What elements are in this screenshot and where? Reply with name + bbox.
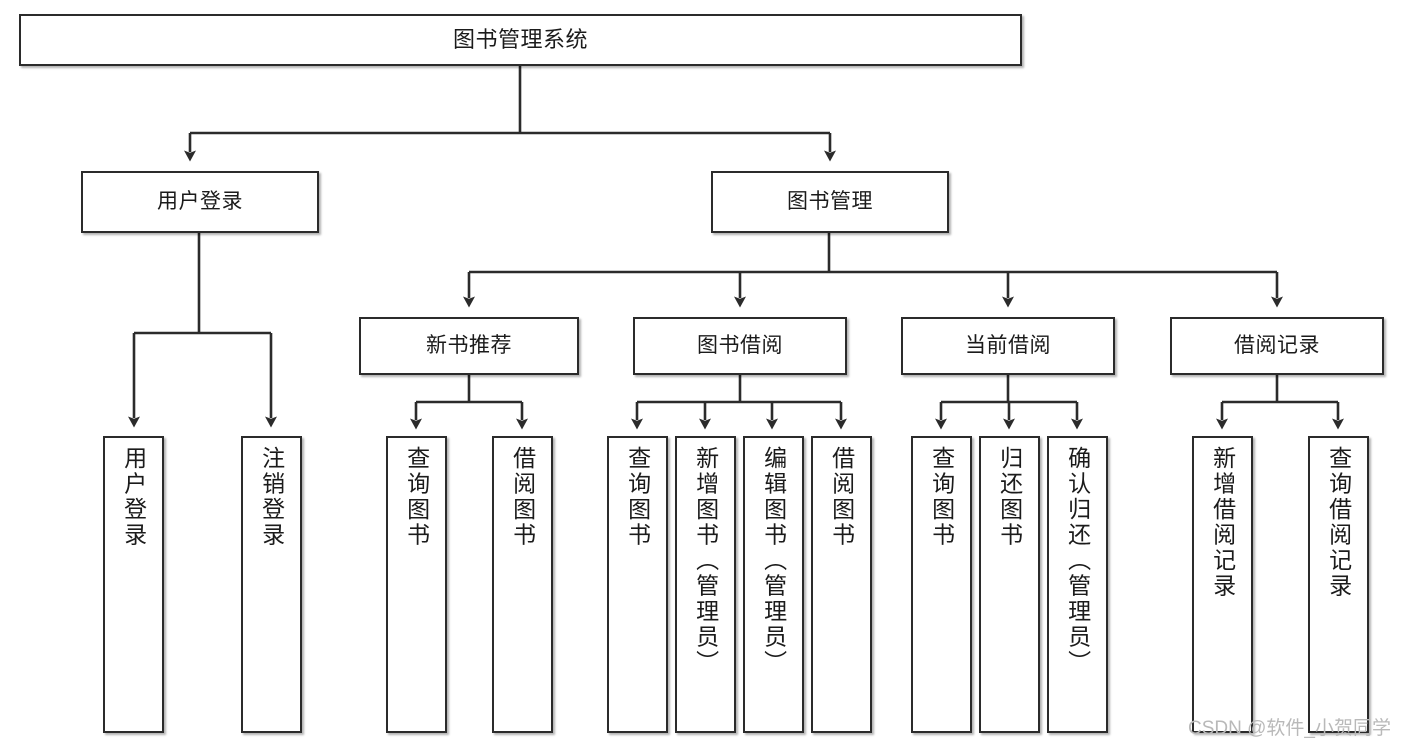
node-label: 借阅图书 (509, 446, 536, 548)
node-label: 查询图书 (624, 446, 651, 548)
node-leaf-add-record[interactable]: 新增借阅记录 (1192, 436, 1253, 733)
node-label: 当前借阅 (965, 333, 1051, 357)
node-book-borrow[interactable]: 图书借阅 (633, 317, 847, 375)
node-label: 确认归还（管理员） (1064, 446, 1091, 676)
node-label: 编辑图书（管理员） (760, 446, 787, 676)
node-leaf-query-book-2[interactable]: 查询图书 (607, 436, 668, 733)
node-user-login[interactable]: 用户登录 (81, 171, 319, 233)
node-label: 新增图书（管理员） (692, 446, 719, 676)
node-label: 注销登录 (258, 446, 285, 548)
node-label: 图书管理 (787, 189, 873, 213)
node-label: 归还图书 (996, 446, 1023, 548)
node-leaf-query-record[interactable]: 查询借阅记录 (1308, 436, 1369, 733)
node-leaf-add-book[interactable]: 新增图书（管理员） (675, 436, 736, 733)
node-leaf-logout[interactable]: 注销登录 (241, 436, 302, 733)
node-root-book-management-system[interactable]: 图书管理系统 (19, 14, 1022, 66)
node-label: 查询借阅记录 (1325, 446, 1352, 599)
node-label: 图书管理系统 (452, 27, 588, 53)
node-label: 查询图书 (928, 446, 955, 548)
node-leaf-query-book-1[interactable]: 查询图书 (386, 436, 447, 733)
node-label: 借阅图书 (828, 446, 855, 548)
node-label: 查询图书 (403, 446, 430, 548)
node-current-borrow[interactable]: 当前借阅 (901, 317, 1115, 375)
node-book-management[interactable]: 图书管理 (711, 171, 949, 233)
node-borrow-record[interactable]: 借阅记录 (1170, 317, 1384, 375)
node-label: 新书推荐 (426, 333, 512, 357)
node-label: 借阅记录 (1234, 333, 1320, 357)
node-leaf-borrow-book-2[interactable]: 借阅图书 (811, 436, 872, 733)
node-leaf-user-login[interactable]: 用户登录 (103, 436, 164, 733)
node-label: 新增借阅记录 (1209, 446, 1236, 599)
node-label: 用户登录 (120, 446, 147, 548)
node-leaf-edit-book[interactable]: 编辑图书（管理员） (743, 436, 804, 733)
node-label: 图书借阅 (697, 333, 783, 357)
node-leaf-query-book-3[interactable]: 查询图书 (911, 436, 972, 733)
node-leaf-return-book[interactable]: 归还图书 (979, 436, 1040, 733)
node-leaf-confirm-return[interactable]: 确认归还（管理员） (1047, 436, 1108, 733)
node-label: 用户登录 (157, 189, 243, 213)
node-leaf-borrow-book-1[interactable]: 借阅图书 (492, 436, 553, 733)
node-new-book-recommend[interactable]: 新书推荐 (359, 317, 579, 375)
